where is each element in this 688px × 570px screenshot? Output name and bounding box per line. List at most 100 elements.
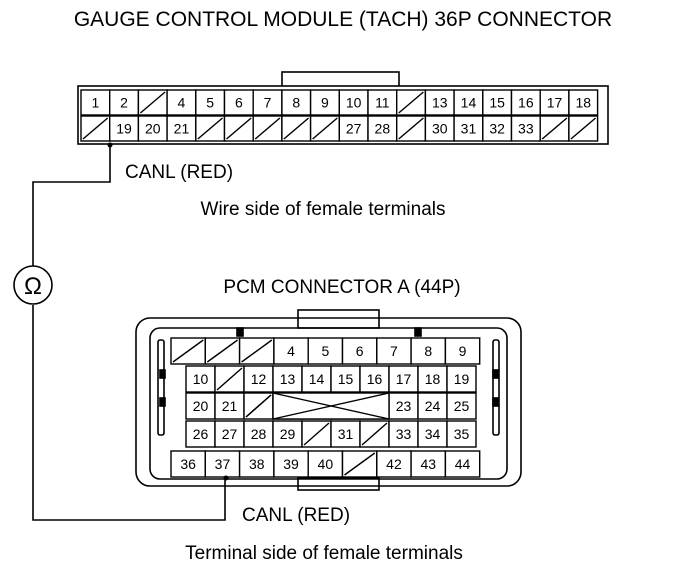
unused-terminal-slash [283, 117, 310, 140]
terminal-cell [307, 450, 344, 478]
pcm-side-key-right-1 [492, 369, 499, 379]
unused-terminal-slash [206, 339, 239, 363]
terminal-number: 42 [386, 456, 402, 472]
terminal-cell [359, 365, 390, 393]
terminal-cell [482, 89, 513, 116]
terminal-cell [238, 450, 275, 478]
terminal-number: 13 [432, 95, 448, 111]
pcm-side-key-left-1 [159, 369, 166, 379]
terminal-number: 36 [180, 456, 196, 472]
terminal-number: 29 [280, 426, 296, 442]
terminal-cell [539, 89, 570, 116]
terminal-number: 24 [425, 398, 441, 414]
terminal-number: 33 [396, 426, 412, 442]
terminal-cell [338, 89, 369, 116]
terminal-number: 12 [251, 371, 267, 387]
pcm-bottom-latch [297, 477, 380, 491]
terminal-number: 28 [375, 121, 391, 137]
terminal-number: 8 [292, 95, 300, 111]
pcm-left-guide [157, 339, 165, 436]
terminal-cell [252, 89, 283, 116]
terminal-number: 19 [116, 121, 132, 137]
terminal-number: 15 [489, 95, 505, 111]
blank-panel-cross [272, 392, 390, 420]
terminal-cell [410, 450, 447, 478]
probe-wire-gauge [32, 146, 111, 266]
pcm-top-key-left [236, 327, 244, 337]
terminal-number: 6 [235, 95, 243, 111]
terminal-number: 26 [193, 426, 209, 442]
terminal-number: 7 [390, 343, 398, 359]
terminal-number: 13 [280, 371, 296, 387]
terminal-cell [204, 450, 241, 478]
terminal-cell [510, 115, 541, 142]
terminal-number: 23 [396, 398, 412, 414]
unused-terminal-slash [398, 91, 424, 114]
terminal-cell [568, 89, 599, 116]
terminal-number: 21 [174, 121, 190, 137]
pcm-connector-shell-inner [149, 327, 508, 480]
terminal-number: 33 [518, 121, 534, 137]
terminal-number: 30 [432, 121, 448, 137]
terminal-cell [417, 365, 448, 393]
terminal-number: 5 [206, 95, 214, 111]
pcm-caption: Terminal side of female terminals [185, 543, 463, 564]
terminal-cell [273, 450, 309, 478]
terminal-number: 43 [420, 456, 436, 472]
terminal-number: 10 [346, 95, 362, 111]
terminal-number: 8 [424, 343, 432, 359]
terminal-number: 11 [375, 95, 390, 111]
terminal-number: 40 [318, 456, 334, 472]
terminal-number: 16 [367, 371, 383, 387]
terminal-cell [185, 392, 216, 420]
unused-terminal-slash [312, 117, 338, 140]
ohmmeter-circle [13, 265, 53, 305]
terminal-cell [170, 450, 206, 478]
terminal-number: 18 [575, 95, 591, 111]
unused-terminal-slash [361, 422, 388, 446]
terminal-cell [223, 89, 254, 116]
terminal-number: 39 [283, 456, 299, 472]
terminal-number: 18 [425, 371, 441, 387]
terminal-number: 9 [459, 343, 467, 359]
pcm-probe-point [223, 475, 229, 481]
terminal-cell [444, 337, 481, 365]
unused-terminal-slash [241, 339, 273, 363]
terminal-number: 15 [338, 371, 354, 387]
terminal-number: 37 [215, 456, 231, 472]
terminal-cell [376, 450, 412, 478]
terminal-number: 44 [455, 456, 471, 472]
terminal-cell [510, 89, 541, 116]
unused-terminal-slash [216, 367, 243, 391]
terminal-number: 4 [287, 343, 295, 359]
terminal-number: 9 [321, 95, 329, 111]
unused-terminal-slash [344, 452, 376, 476]
terminal-number: 27 [222, 426, 238, 442]
terminal-number: 5 [321, 343, 329, 359]
terminal-cell [388, 420, 419, 448]
terminal-number: 27 [346, 121, 362, 137]
terminal-number: 31 [338, 426, 354, 442]
unused-terminal-slash [139, 91, 166, 114]
terminal-number: 4 [178, 95, 186, 111]
terminal-cell [424, 115, 455, 142]
terminal-cell [301, 365, 332, 393]
terminal-number: 14 [309, 371, 325, 387]
terminal-cell [281, 89, 312, 116]
unused-terminal-slash [541, 117, 568, 140]
gauge-canl-wire-label: CANL (RED) [125, 162, 233, 183]
terminal-number: 7 [264, 95, 272, 111]
terminal-cell [453, 89, 484, 116]
pcm-canl-wire-label: CANL (RED) [242, 505, 350, 526]
terminal-cell [330, 365, 361, 393]
terminal-cell [272, 365, 303, 393]
unused-terminal-slash [570, 117, 597, 140]
unused-terminal-slash [197, 117, 223, 140]
gauge-connector-title: GAUGE CONTROL MODULE (TACH) 36P CONNECTO… [74, 8, 612, 31]
terminal-number: 2 [120, 95, 128, 111]
terminal-cell [80, 89, 111, 116]
